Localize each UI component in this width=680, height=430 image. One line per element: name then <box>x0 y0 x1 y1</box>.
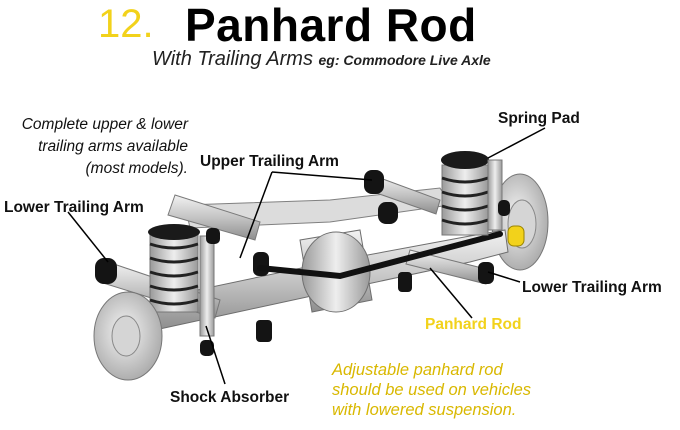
trailing-arms-note: Complete upper & lower trailing arms ava… <box>0 114 188 180</box>
left-spring-pad <box>148 224 200 240</box>
note-line: trailing arms available <box>38 138 188 155</box>
left-brake-disc <box>93 291 163 381</box>
label-upper-trailing-arm: Upper Trailing Arm <box>200 153 339 170</box>
label-spring-pad: Spring Pad <box>498 110 580 127</box>
left-shock-absorber <box>199 235 215 337</box>
label-lower-trailing-arm-right: Lower Trailing Arm <box>522 279 662 296</box>
note-line: (most models). <box>85 160 189 177</box>
note-line: Complete upper & lower <box>21 116 188 133</box>
subtitle: With Trailing Arms eg: Commodore Live Ax… <box>152 48 491 71</box>
left-coil-spring <box>148 224 220 356</box>
title-number: 12. <box>98 2 154 46</box>
page-title: Panhard Rod <box>185 0 477 51</box>
upper-arm-bushing <box>364 170 384 194</box>
lowered-suspension-note: Adjustable panhard rod should be used on… <box>332 360 592 420</box>
label-lower-trailing-arm-left: Lower Trailing Arm <box>4 199 144 216</box>
note-line: with lowered suspension. <box>332 401 517 419</box>
note-line: Adjustable panhard rod <box>332 361 503 379</box>
subtitle-example: eg: Commodore Live Axle <box>318 52 491 68</box>
note-line: should be used on vehicles <box>332 381 532 399</box>
label-shock-absorber: Shock Absorber <box>170 389 290 406</box>
panhard-rod <box>257 225 525 280</box>
label-panhard-rod: Panhard Rod <box>425 316 522 333</box>
right-spring-pad <box>441 151 489 169</box>
right-coil-spring <box>441 151 510 236</box>
subtitle-main: With Trailing Arms <box>152 48 313 70</box>
leader-lines <box>67 127 546 385</box>
right-shock-absorber <box>487 159 503 231</box>
